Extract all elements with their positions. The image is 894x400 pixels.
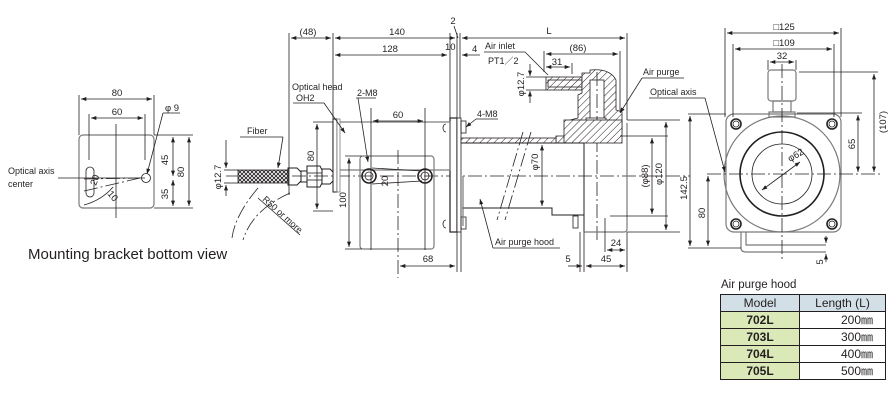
table-row: 705L 500㎜ <box>720 362 886 380</box>
dim-80: 80 <box>306 151 317 162</box>
dim-bracket-35: 35 <box>160 189 171 200</box>
dim-107: (107) <box>878 111 889 133</box>
label-pt12: PT1／2 <box>488 56 519 66</box>
table-row: 704L 400㎜ <box>720 345 886 363</box>
hood-table-title: Air purge hood <box>721 279 797 291</box>
dim-31: 31 <box>552 57 563 68</box>
bracket-view-title: Mounting bracket bottom view <box>28 246 228 263</box>
cell-length: 400㎜ <box>799 345 886 363</box>
header-model: Model <box>720 294 800 312</box>
dim-65: 65 <box>847 139 858 150</box>
dim-24: 24 <box>611 238 622 249</box>
label-oh2: OH2 <box>296 93 315 103</box>
dim-142-5: 142.5 <box>679 176 690 200</box>
dim-hole-9: φ 9 <box>165 103 179 114</box>
dim-5-front: 5 <box>815 259 826 264</box>
dim-4: 4 <box>472 44 477 55</box>
dim-10: 10 <box>445 42 456 53</box>
fiber-cable <box>237 169 289 184</box>
cell-model: 702L <box>720 311 800 329</box>
dim-5: 5 <box>565 254 570 265</box>
table-header-row: Model Length (L) <box>720 294 886 312</box>
cell-model: 703L <box>720 328 800 346</box>
dim-inlet-12-7: φ12.7 <box>516 72 527 97</box>
label-optical-axis: Optical axis <box>650 87 697 97</box>
cell-model: 705L <box>720 362 800 380</box>
dim-140: 140 <box>389 27 405 38</box>
table-row: 702L 200㎜ <box>720 311 886 329</box>
dim-68: 68 <box>423 254 434 265</box>
dim-sq109: □109 <box>773 38 795 49</box>
dim-86: (86) <box>570 43 587 54</box>
flange <box>449 117 458 233</box>
dim-45: 45 <box>601 254 612 265</box>
header-length: Length (L) <box>799 294 886 312</box>
dim-2: 2 <box>450 16 455 27</box>
dim-bracket-45: 45 <box>160 155 171 166</box>
label-optical-axis-center-2: center <box>8 179 33 189</box>
side-view: (48) 140 128 2 10 4 L (86) 31 Air inlet … <box>213 16 690 278</box>
dim-120: φ120 <box>654 163 665 185</box>
dim-bracket-80: 80 <box>112 88 123 99</box>
dim-angle-20: 20 <box>88 173 102 187</box>
label-air-purge-hood: Air purge hood <box>495 237 554 247</box>
dim-bracket-height-80: 80 <box>176 167 187 178</box>
dim-60: 60 <box>393 110 404 121</box>
dim-128: 128 <box>382 44 398 55</box>
dim-front-80: 80 <box>697 208 708 219</box>
air-inlet-pipe <box>545 76 583 91</box>
dim-32: 32 <box>777 51 788 62</box>
cell-length: 200㎜ <box>799 311 886 329</box>
bracket-bottom-view: 80 60 φ 9 20 10 Optical axis center 45 3… <box>8 88 193 218</box>
label-air-inlet: Air inlet <box>485 41 516 51</box>
optical-head-body <box>332 121 451 171</box>
hood-length-table: Model Length (L) 702L 200㎜ 703L 300㎜ 704… <box>720 294 886 380</box>
bracket-outline <box>78 134 155 209</box>
dim-70: φ70 <box>530 154 541 171</box>
label-4-m8: 4-M8 <box>477 109 498 119</box>
label-air-purge: Air purge <box>643 67 680 77</box>
front-view: φ62 □125 □109 32 (107) 65 142.5 80 5 Opt… <box>649 22 889 265</box>
label-fiber: Fiber <box>247 126 268 136</box>
mounting-bracket-side <box>359 155 435 250</box>
dim-48: (48) <box>300 27 317 38</box>
dim-88: (φ88) <box>640 164 651 187</box>
label-optical-axis-center-1: Optical axis <box>8 166 55 176</box>
table-row: 703L 300㎜ <box>720 328 886 346</box>
cell-model: 704L <box>720 345 800 363</box>
dim-100: 100 <box>338 192 349 208</box>
dim-L: L <box>546 26 551 37</box>
dim-sq125: □125 <box>773 22 795 33</box>
cell-length: 500㎜ <box>799 362 886 380</box>
dim-bracket-60: 60 <box>112 107 123 118</box>
dim-fiber-12-7: φ12.7 <box>213 165 224 190</box>
dim-radius-10: 10 <box>105 189 120 204</box>
label-r50: R50 or more <box>261 194 305 235</box>
dim-angle-20-side: 20 <box>380 176 391 187</box>
label-2-m8: 2-M8 <box>357 88 378 98</box>
cell-length: 300㎜ <box>799 328 886 346</box>
dim-62: φ62 <box>786 147 806 165</box>
label-optical-head: Optical head <box>292 82 343 92</box>
